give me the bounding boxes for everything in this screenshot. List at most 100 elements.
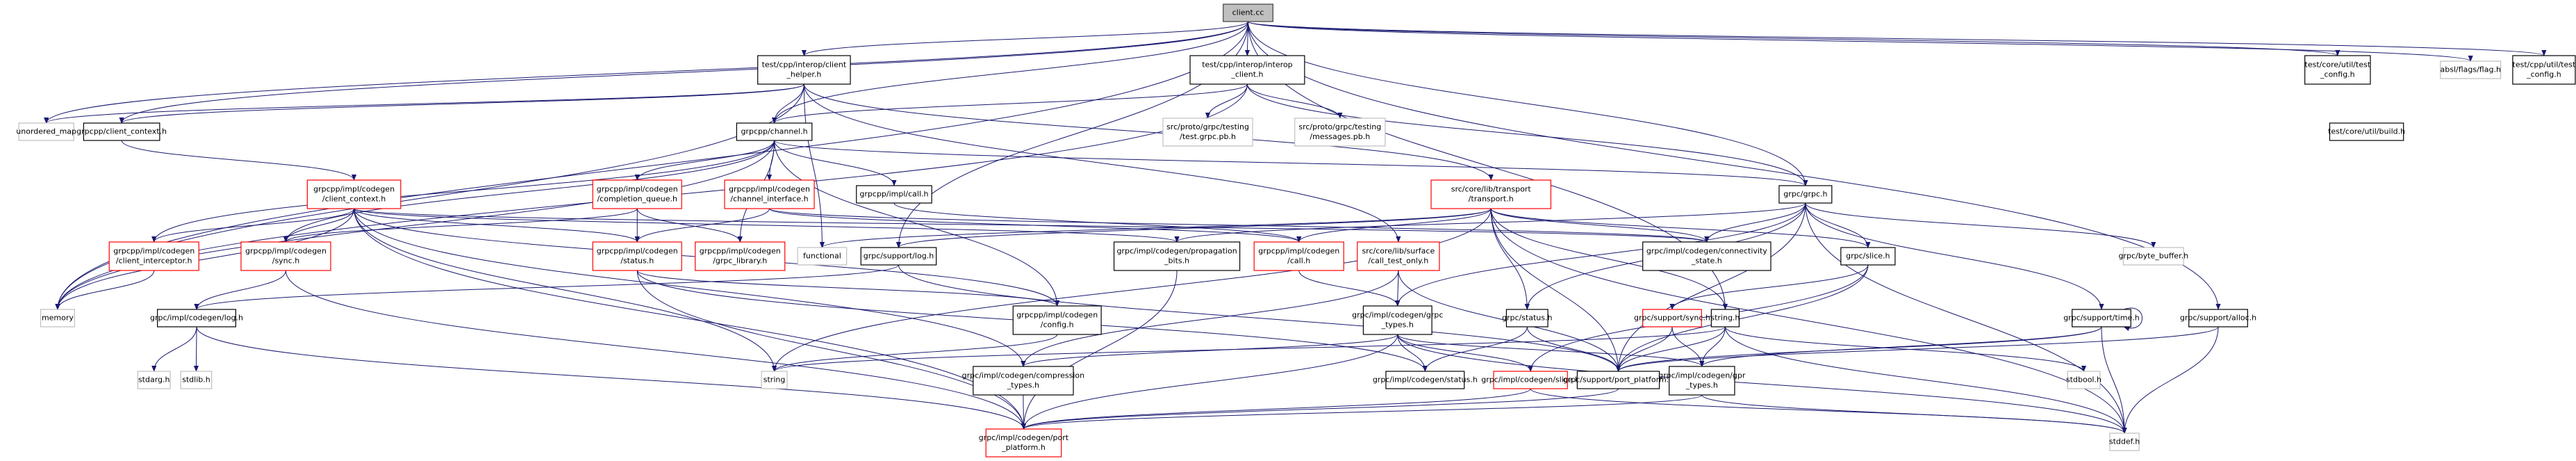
node-box[interactable] — [1223, 3, 1273, 22]
node-box[interactable] — [1357, 241, 1440, 271]
node-box[interactable] — [592, 241, 682, 271]
node-box[interactable] — [180, 371, 213, 389]
node-messages-pb[interactable]: src/proto/grpc/testing/messages.pb.h — [1294, 118, 1386, 147]
node-connectivity-state[interactable]: grpc/impl/codegen/connectivity_state.h — [1642, 241, 1772, 271]
node-box[interactable] — [2109, 432, 2140, 451]
node-absl-flag[interactable]: absl/flags/flag.h — [2440, 60, 2502, 79]
node-interop-client[interactable]: test/cpp/interop/interop_client.h — [1189, 55, 1305, 85]
node-impl-call[interactable]: grpcpp/impl/call.h — [856, 185, 932, 204]
node-completion-queue[interactable]: grpcpp/impl/codegen/completion_queue.h — [592, 179, 682, 209]
node-box[interactable] — [1840, 247, 1896, 266]
node-box[interactable] — [1669, 366, 1735, 396]
node-box[interactable] — [108, 241, 199, 271]
node-codegen-sync[interactable]: grpcpp/impl/codegen/sync.h — [240, 241, 331, 271]
node-box[interactable] — [2440, 60, 2502, 79]
node-client-helper[interactable]: test/cpp/interop/client_helper.h — [757, 55, 851, 85]
node-box[interactable] — [137, 371, 171, 389]
node-grpcpp-channel[interactable]: grpcpp/channel.h — [736, 122, 813, 141]
node-box[interactable] — [736, 122, 813, 141]
node-support-time[interactable]: grpc/support/time.h — [2063, 309, 2140, 327]
node-stdbool[interactable]: stdbool.h — [2066, 371, 2102, 389]
node-box[interactable] — [797, 247, 848, 266]
node-box[interactable] — [1294, 118, 1386, 147]
node-codegen-status-c[interactable]: grpc/impl/codegen/status.h — [1373, 371, 1478, 389]
node-call-test-only[interactable]: src/core/lib/surface/call_test_only.h — [1357, 241, 1440, 271]
node-box[interactable] — [40, 309, 75, 327]
node-box[interactable] — [1576, 371, 1660, 389]
node-core-test-config[interactable]: test/core/util/test_config.h — [2304, 55, 2371, 85]
node-box[interactable] — [761, 371, 788, 389]
node-box[interactable] — [1113, 241, 1241, 271]
node-grpcpp-client-context[interactable]: grpcpp/client_context.h — [76, 122, 167, 141]
node-box[interactable] — [985, 428, 1062, 458]
node-box[interactable] — [856, 185, 932, 204]
node-functional[interactable]: functional — [797, 247, 848, 266]
node-box[interactable] — [2329, 122, 2404, 141]
node-box[interactable] — [2512, 55, 2576, 85]
node-box[interactable] — [757, 55, 851, 85]
node-cpp-test-config[interactable]: test/cpp/util/test_config.h — [2512, 55, 2576, 85]
node-box[interactable] — [1493, 371, 1568, 389]
node-codegen-client-context[interactable]: grpcpp/impl/codegen/client_context.h — [306, 179, 402, 209]
node-codegen-log[interactable]: grpc/impl/codegen/log.h — [150, 309, 243, 327]
node-box[interactable] — [1189, 55, 1305, 85]
node-box[interactable] — [1642, 309, 1702, 327]
node-box[interactable] — [860, 247, 937, 266]
node-grpc-library[interactable]: grpcpp/impl/codegen/grpc_library.h — [695, 241, 786, 271]
node-string-h[interactable]: string.h — [1710, 309, 1740, 327]
node-channel-interface[interactable]: grpcpp/impl/codegen/channel_interface.h — [724, 179, 815, 209]
node-box[interactable] — [2188, 309, 2248, 327]
node-box[interactable] — [240, 241, 331, 271]
node-gpr-types[interactable]: grpc/impl/codegen/gpr_types.h — [1658, 366, 1746, 396]
node-box[interactable] — [1430, 179, 1551, 209]
node-box[interactable] — [2304, 55, 2371, 85]
node-box[interactable] — [1778, 185, 1833, 204]
node-client-interceptor[interactable]: grpcpp/impl/codegen/client_interceptor.h — [108, 241, 199, 271]
node-grpc-h[interactable]: grpc/grpc.h — [1778, 185, 1833, 204]
node-support-log[interactable]: grpc/support/log.h — [860, 247, 937, 266]
node-support-sync[interactable]: grpc/support/sync.h — [1634, 309, 1710, 327]
node-stdarg[interactable]: stdarg.h — [137, 371, 171, 389]
node-memory[interactable]: memory — [40, 309, 75, 327]
node-box[interactable] — [592, 179, 682, 209]
node-test-grpc-pb[interactable]: src/proto/grpc/testing/test.grpc.pb.h — [1162, 118, 1253, 147]
node-support-alloc[interactable]: grpc/support/alloc.h — [2180, 309, 2256, 327]
node-slice-h[interactable]: grpc/slice.h — [1840, 247, 1896, 266]
node-box[interactable] — [1162, 118, 1253, 147]
node-box[interactable] — [1505, 309, 1549, 327]
node-core-build[interactable]: test/core/util/build.h — [2328, 122, 2405, 141]
node-port-platform[interactable]: grpc/support/port_platform.h — [1563, 371, 1674, 389]
node-codegen-call[interactable]: grpcpp/impl/codegen/call.h — [1253, 241, 1344, 271]
node-grpc-status[interactable]: grpc/status.h — [1502, 309, 1553, 327]
node-box[interactable] — [157, 309, 236, 327]
node-codegen-config[interactable]: grpcpp/impl/codegen/config.h — [1012, 305, 1102, 335]
node-stdlib[interactable]: stdlib.h — [180, 371, 213, 389]
node-box[interactable] — [1362, 305, 1433, 335]
node-codegen-slice[interactable]: grpc/impl/codegen/slice.h — [1481, 371, 1580, 389]
node-box[interactable] — [1710, 309, 1740, 327]
node-box[interactable] — [1385, 371, 1465, 389]
node-box[interactable] — [724, 179, 815, 209]
node-box[interactable] — [973, 366, 1074, 396]
node-box[interactable] — [695, 241, 786, 271]
node-box[interactable] — [2122, 247, 2184, 266]
node-codegen-port-platform[interactable]: grpc/impl/codegen/port_platform.h — [979, 428, 1069, 458]
node-codegen-status-pp[interactable]: grpcpp/impl/codegen/status.h — [592, 241, 682, 271]
node-box[interactable] — [1253, 241, 1344, 271]
node-grpc-types[interactable]: grpc/impl/codegen/grpc_types.h — [1352, 305, 1443, 335]
node-box[interactable] — [306, 179, 402, 209]
node-byte-buffer[interactable]: grpc/byte_buffer.h — [2118, 247, 2188, 266]
node-box[interactable] — [2067, 371, 2101, 389]
node-box[interactable] — [1012, 305, 1102, 335]
node-box[interactable] — [2072, 309, 2131, 327]
node-string[interactable]: string — [761, 371, 788, 389]
node-compression-types[interactable]: grpc/impl/codegen/compression_types.h — [962, 366, 1084, 396]
node-propagation-bits[interactable]: grpc/impl/codegen/propagation_bits.h — [1113, 241, 1241, 271]
node-box[interactable] — [83, 122, 160, 141]
node-stddef[interactable]: stddef.h — [2109, 432, 2140, 451]
node-client-cc[interactable]: client.cc — [1223, 3, 1273, 22]
node-unordered-map[interactable]: unordered_map — [16, 122, 76, 141]
node-transport[interactable]: src/core/lib/transport/transport.h — [1430, 179, 1551, 209]
node-box[interactable] — [1642, 241, 1772, 271]
node-box[interactable] — [18, 122, 74, 141]
